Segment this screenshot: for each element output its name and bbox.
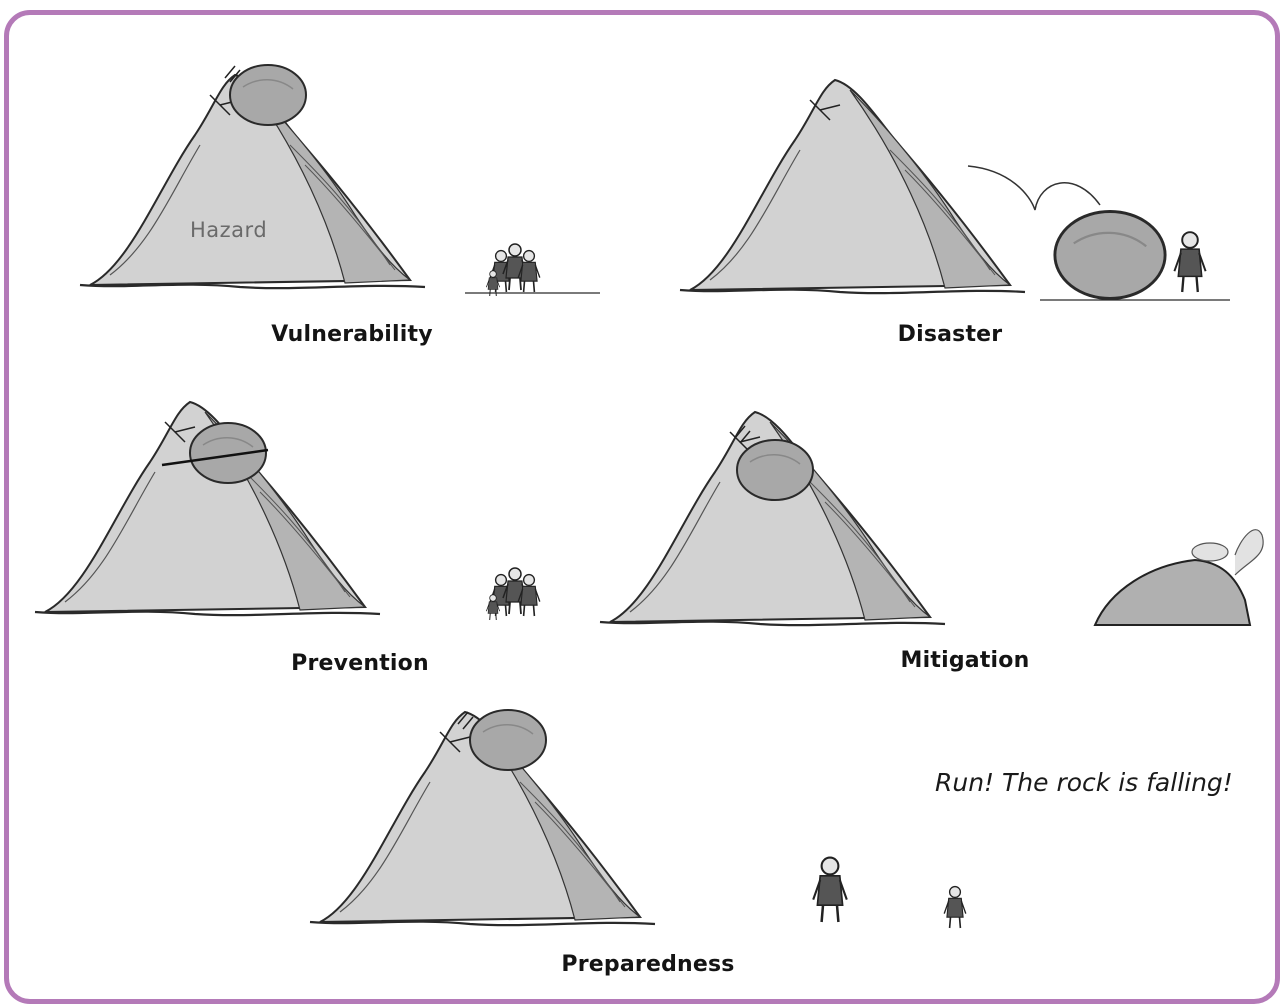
panel-disaster (678, 78, 1230, 301)
rock-boulder (469, 709, 547, 771)
caption-prevention: Prevention (291, 651, 429, 676)
rock-boulder (229, 64, 307, 126)
dust-cloud (1234, 529, 1264, 576)
caption-disaster: Disaster (897, 322, 1003, 347)
panel-preparedness (308, 709, 967, 929)
family-people (486, 244, 539, 296)
hazard-label: Hazard (190, 218, 268, 242)
caption-mitigation: Mitigation (900, 648, 1030, 673)
caption-vulnerability: Vulnerability (271, 322, 433, 347)
rock-boulder (736, 439, 814, 501)
person-shouting (943, 885, 967, 929)
motion-lines (224, 65, 241, 83)
speech-run-warning: Run! The rock is falling! (935, 768, 1233, 797)
restraining-rope (161, 448, 269, 467)
family-people (486, 568, 539, 620)
person-crushed (1173, 231, 1207, 294)
panel-mitigation (598, 410, 1264, 627)
rock-falling (1053, 210, 1167, 300)
protective-shelter (1093, 558, 1252, 626)
panel-prevention (33, 400, 540, 620)
person-running (811, 856, 849, 924)
caption-preparedness: Preparedness (561, 952, 735, 977)
rock-trajectory (967, 165, 1101, 211)
mountain (678, 78, 1027, 295)
panel-vulnerability (78, 64, 600, 296)
